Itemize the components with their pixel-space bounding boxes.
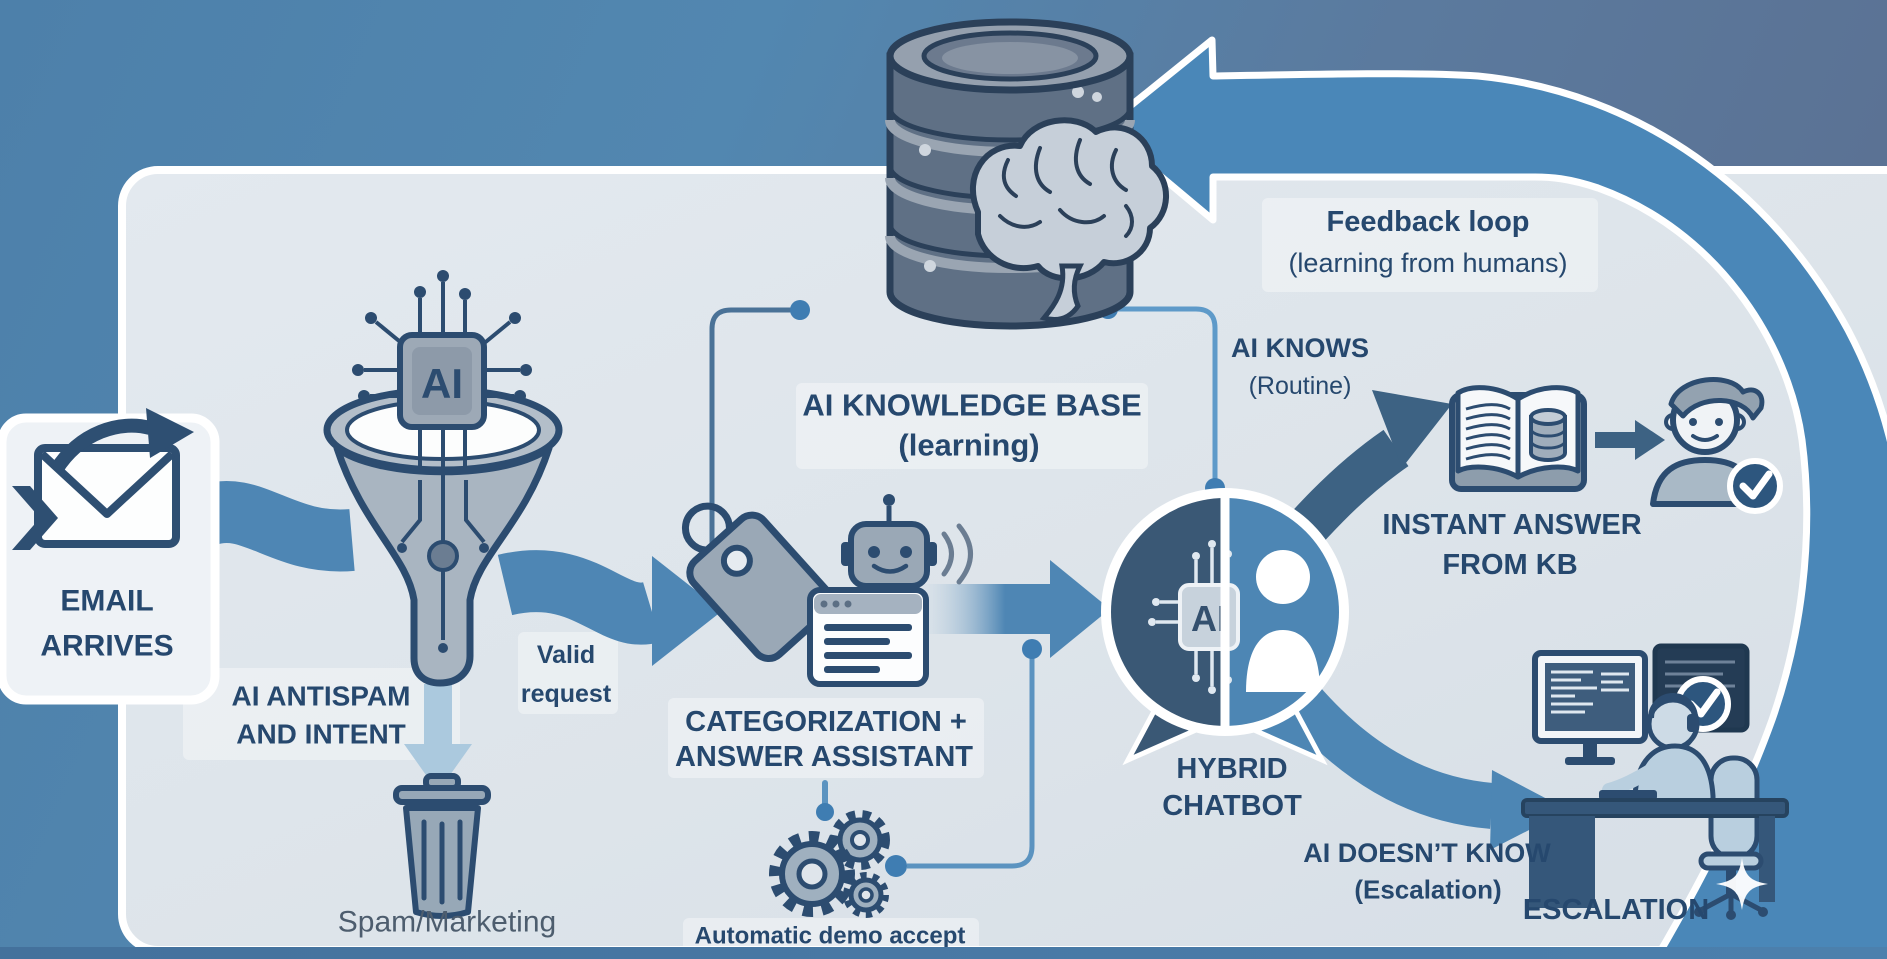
feedback-loop-label-line1: Feedback loop — [1326, 205, 1530, 238]
hybrid-chatbot-label-line1: HYBRID — [1176, 752, 1288, 785]
feedback-loop-label-line2: (learning from humans) — [1288, 247, 1568, 278]
chip-traces — [364, 282, 520, 478]
check-badge-icon — [1727, 458, 1783, 514]
knowledge-base-label-line1: AI KNOWLEDGE BASE — [802, 387, 1142, 423]
robot-icon — [841, 494, 973, 589]
gears-icon — [769, 810, 890, 918]
categorization-label-line2: ANSWER ASSISTANT — [674, 740, 974, 773]
book-to-customer-arrow — [1595, 420, 1665, 460]
funnel-chip-label: AI — [421, 360, 463, 407]
instant-answer-label-line1: INSTANT ANSWER — [1382, 508, 1642, 541]
spam-marketing-label: Spam/Marketing — [337, 905, 557, 939]
flow-arrowhead-categorization — [652, 556, 722, 666]
book-database-icon — [1529, 408, 1567, 462]
book-text-lines — [1465, 403, 1511, 461]
categorization-label-line1: CATEGORIZATION + — [685, 705, 967, 738]
flow-arrowhead-chatbot — [1050, 560, 1110, 658]
email-icon — [12, 408, 194, 550]
bubble-circuit-dots — [1148, 540, 1232, 694]
agent-desk-icon — [1521, 643, 1789, 920]
connector-kb-left — [709, 307, 800, 557]
connector-gears-chatbot — [907, 649, 1035, 869]
antispam-label-line2: AND INTENT — [236, 718, 406, 750]
email-arrives-label-line1: EMAIL — [60, 584, 154, 618]
code-lines — [1551, 670, 1629, 714]
brain-folds — [998, 138, 1134, 238]
hybrid-chatbot-label-line2: CHATBOT — [1162, 789, 1302, 822]
spam-drop-arrow-icon — [404, 684, 472, 792]
database-brain-icon — [885, 18, 1169, 330]
flow-band-funnel-to-categorization — [497, 550, 661, 645]
feedback-loop-arrow — [1099, 36, 1887, 959]
customer-icon — [1650, 377, 1783, 514]
auto-accept-label: Automatic demo accept — [694, 922, 966, 950]
chip-trace-dots — [352, 270, 532, 402]
ai-doesnt-know-label-line1: AI DOESN’T KNOW — [1303, 837, 1551, 868]
email-arrives-label-line2: ARRIVES — [40, 629, 174, 663]
flow-band-categorization-to-chatbot — [915, 584, 1052, 634]
antispam-label-line1: AI ANTISPAM — [231, 680, 411, 712]
trash-icon — [393, 773, 491, 919]
connector-kb-right — [1108, 306, 1218, 488]
book-kb-icon — [1449, 385, 1587, 492]
ai-chip-funnel-icon: AI — [323, 270, 563, 687]
valid-request-label-line1: Valid — [536, 640, 596, 669]
ai-knows-label-line2: (Routine) — [1248, 371, 1352, 400]
knowledge-base-label-line2: (learning) — [898, 427, 1040, 463]
hybrid-chatbot-icon: AI — [1101, 488, 1349, 766]
flow-band-email-to-funnel — [193, 481, 355, 572]
valid-request-label-line2: request — [520, 679, 612, 708]
sparkle-icon — [1716, 858, 1768, 910]
ai-doesnt-know-label-line2: (Escalation) — [1354, 874, 1502, 905]
instant-answer-label-line2: FROM KB — [1442, 548, 1578, 581]
escalation-label: ESCALATION — [1522, 893, 1710, 926]
tag-icon — [681, 502, 835, 662]
ai-knows-label-line1: AI KNOWS — [1231, 332, 1369, 363]
browser-icon — [807, 587, 929, 687]
label-backdrops — [183, 198, 1598, 952]
